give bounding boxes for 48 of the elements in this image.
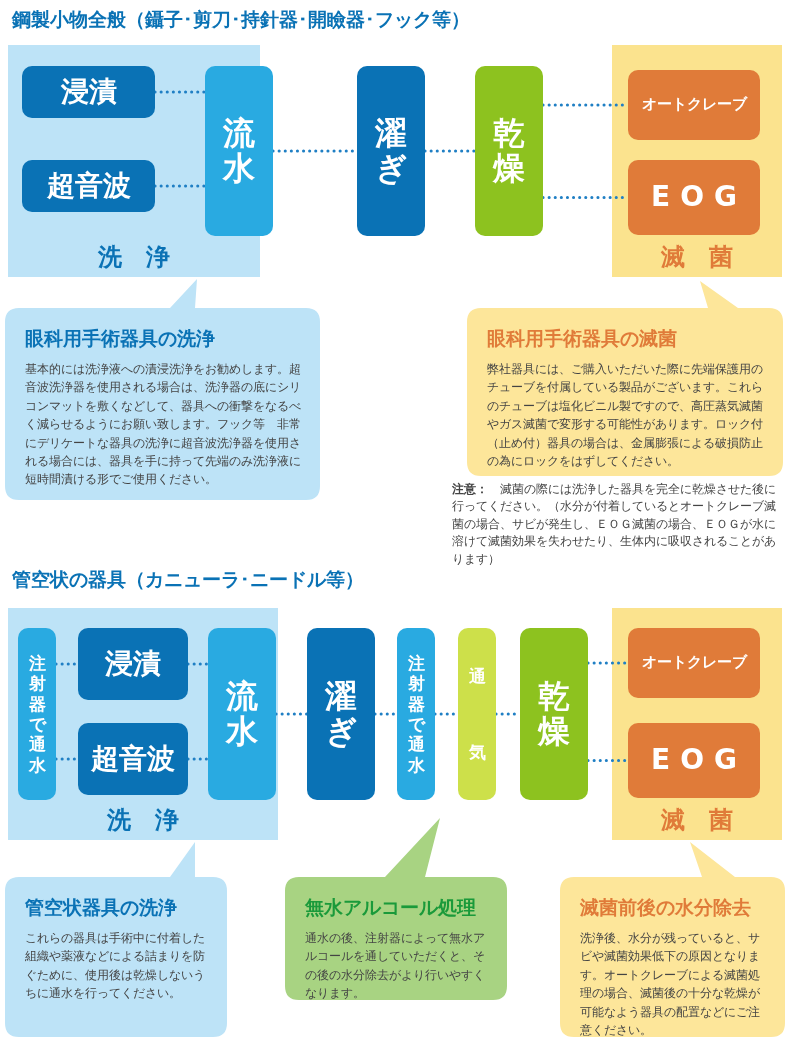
- process-box: 浸漬: [22, 66, 155, 118]
- process-box: 注射器で通水: [397, 628, 435, 800]
- panel-label: 洗 浄: [106, 805, 180, 836]
- section-heading: 管空状の器具（カニューラ･ニードル等）: [12, 567, 365, 592]
- panel-label: 滅 菌: [660, 242, 734, 273]
- process-box: 乾燥: [475, 66, 543, 236]
- callout-heading: 管空状器具の洗浄: [25, 895, 177, 920]
- speech-bubble: [5, 279, 320, 500]
- callout-heading: 滅菌前後の水分除去: [580, 895, 751, 920]
- callout-text: 洗浄後、水分が残っていると、サビや滅菌効果低下の原因となります。オートクレーブによる滅菌処理の場合、滅菌後の十分な乾燥が可能なよう器具の配置などにご注意ください。: [580, 930, 761, 1039]
- callout-text: 基本的には洗浄液への漬浸洗浄をお勧めします。超音波洗浄器を使用される場合は、洗浄器の底にシリコンマットを敷くなどして、器具への衝撃をなるべく減らせるようにお願い致します。フック等 非常にデリケートな器具の洗浄に超音波洗浄器を使用される場合には、器具を手に持って先端のみ洗浄液に短時間漬ける形でご使用ください。: [25, 361, 302, 489]
- speech-bubble: [5, 842, 227, 1037]
- callout-text: これらの器具は手術中に付着した組織や薬液などによる詰まりを防ぐために、使用後は乾燥しないうちに通水を行ってください。: [25, 930, 206, 1003]
- panel-label: 洗 浄: [97, 242, 171, 273]
- group-panel: [612, 45, 782, 277]
- process-box: 乾燥: [520, 628, 588, 800]
- callout-heading: 無水アルコール処理: [305, 895, 476, 920]
- group-panel: [8, 608, 278, 840]
- process-box: EOG: [628, 160, 760, 235]
- callout-text: 通水の後、注射器によって無水アルコールを通していただくと、その後の水分除去がより行いやすくなります。: [305, 930, 486, 1003]
- process-box: 通気: [458, 628, 496, 800]
- process-box: EOG: [628, 723, 760, 798]
- process-box: オートクレーブ: [628, 70, 760, 140]
- process-box: 超音波: [78, 723, 188, 795]
- connector-line: [186, 662, 210, 666]
- panel-label: 滅 菌: [660, 805, 734, 836]
- process-box: 流水: [205, 66, 273, 236]
- callout-heading: 眼科用手術器具の滅菌: [487, 326, 677, 351]
- connector-line: [153, 90, 207, 94]
- process-box: 注射器で通水: [18, 628, 56, 800]
- process-box: 流水: [208, 628, 276, 800]
- speech-bubble: [467, 281, 783, 476]
- process-box: 浸漬: [78, 628, 188, 700]
- connector-line: [274, 712, 309, 716]
- connector-line: [153, 184, 207, 188]
- speech-bubble: [285, 818, 507, 1000]
- process-box: 超音波: [22, 160, 155, 212]
- process-box: 濯ぎ: [357, 66, 425, 236]
- connector-line: [423, 149, 477, 153]
- note-text: 注意： 滅菌の際には洗浄した器具を完全に乾燥させた後に行ってください。（水分が付着しているとオートクレーブ滅菌の場合、サビが発生し、ＥＯＧ滅菌の場合、ＥＯＧが水に溶けて滅菌効果を失わせたり、生体内に吸収されることがあります）: [452, 481, 777, 568]
- group-panel: [612, 608, 782, 840]
- section-heading: 鋼製小物全般（鑷子･剪刀･持針器･開瞼器･フック等）: [12, 7, 471, 32]
- connector-line: [186, 757, 210, 761]
- process-box: オートクレーブ: [628, 628, 760, 698]
- speech-bubble: [560, 842, 785, 1037]
- callout-text: 弊社器具には、ご購入いただいた際に先端保護用のチューブを付属している製品がございます。これらのチューブは塩化ビニル製ですので、高圧蒸気滅菌やガス滅菌で変形する可能性があります。ロック付（止め付）器具の場合は、金属膨張による破損防止の為にロックをはずしてください。: [487, 361, 764, 470]
- callout-heading: 眼科用手術器具の洗浄: [25, 326, 215, 351]
- process-box: 濯ぎ: [307, 628, 375, 800]
